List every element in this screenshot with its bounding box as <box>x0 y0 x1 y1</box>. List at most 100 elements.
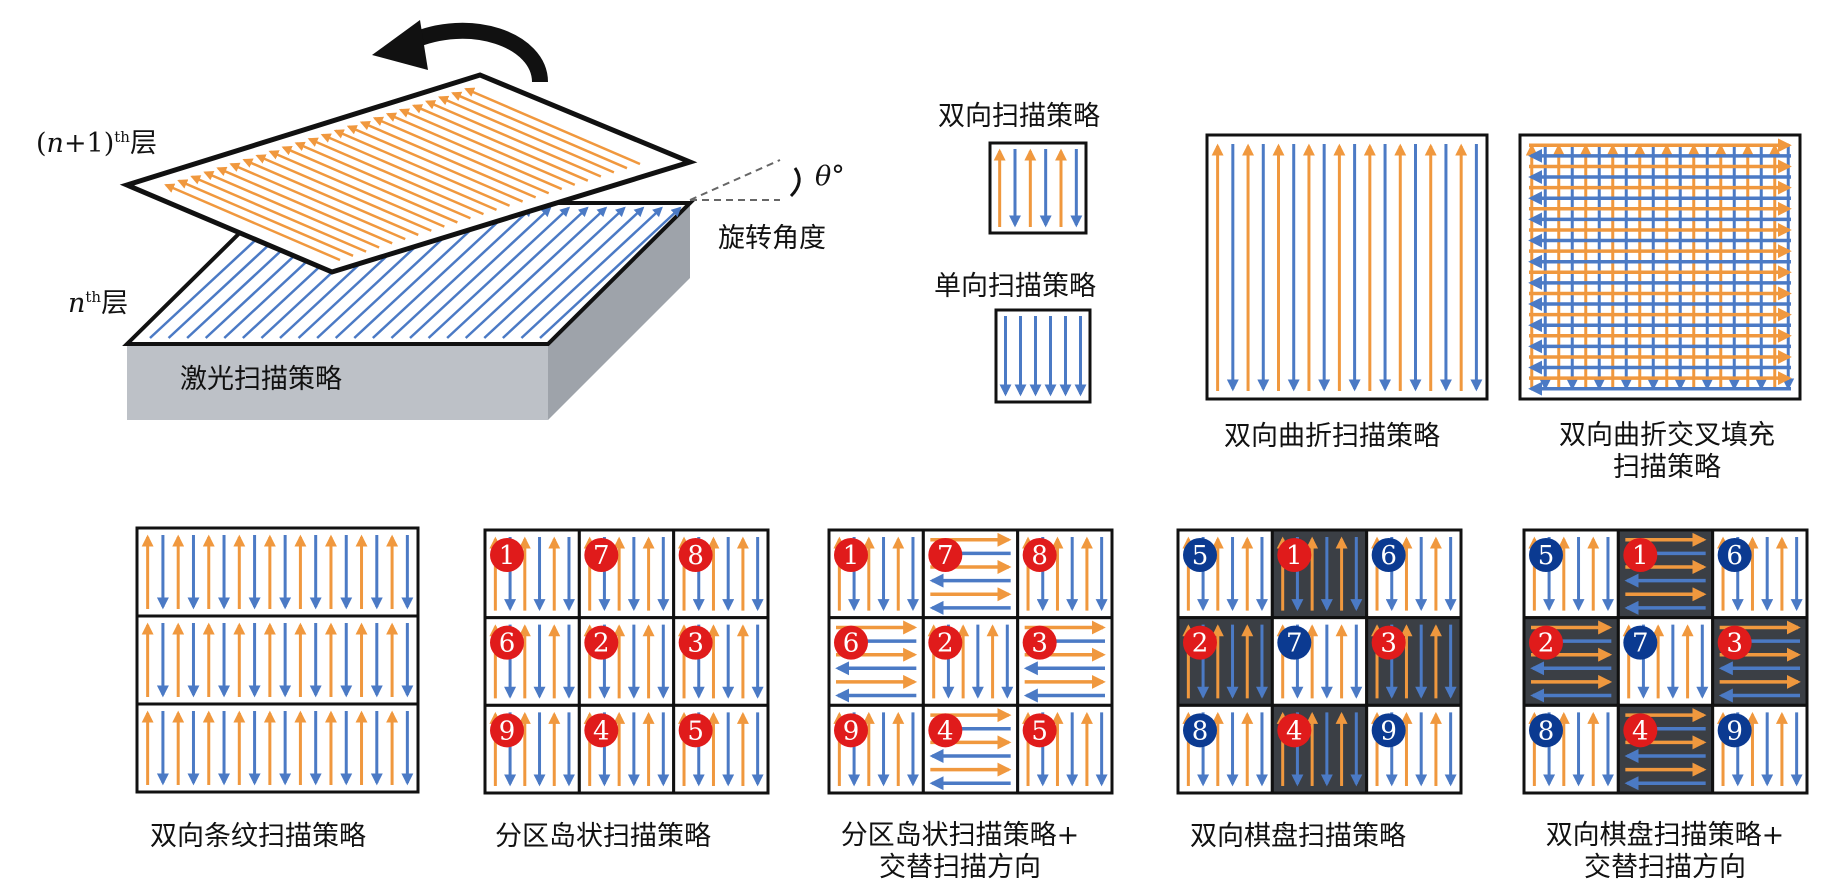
order-badge: 8 <box>1529 713 1563 748</box>
badge-circle <box>928 713 963 748</box>
forward-scan-arrow <box>320 133 498 212</box>
order-badge: 6 <box>490 625 524 660</box>
badge-circle <box>584 625 619 660</box>
badge-number: 9 <box>1380 716 1397 746</box>
forward-scan-arrow <box>385 112 563 191</box>
substrate-side-face <box>548 203 690 420</box>
badge-number: 8 <box>687 541 704 571</box>
badge-number: 2 <box>1538 629 1555 659</box>
angle-arc-icon <box>789 167 801 198</box>
strategy-label-meander: 双向曲折扫描策略 <box>1224 421 1440 452</box>
badge-number: 5 <box>1538 541 1555 571</box>
reverse-scan-arrow <box>539 206 682 339</box>
forward-scan-arrow <box>464 87 641 166</box>
badge-circle <box>1717 538 1752 572</box>
badge-number: 3 <box>1031 629 1048 659</box>
order-badge: 1 <box>490 538 524 572</box>
badge-number: 2 <box>593 629 610 659</box>
badge-circle <box>1277 713 1312 748</box>
forward-scan-arrow <box>398 108 576 187</box>
order-badge: 9 <box>834 713 868 748</box>
order-badge: 9 <box>490 713 524 748</box>
upper-layer-plate <box>119 72 698 275</box>
badge-circle <box>490 713 524 748</box>
forward-scan-arrow <box>190 175 367 253</box>
badge-circle <box>1529 625 1563 660</box>
order-badge: 9 <box>1717 713 1752 748</box>
order-badge: 5 <box>1183 538 1217 572</box>
badge-number: 4 <box>1286 716 1303 746</box>
panel-frame <box>994 308 1092 404</box>
badge-circle <box>1529 713 1563 748</box>
order-badge: 7 <box>1623 625 1658 660</box>
upper-layer-scan-lines <box>164 87 641 262</box>
lower-layer-label: nth层 <box>68 288 129 319</box>
order-badge: 3 <box>1022 625 1057 660</box>
strategy-label-meander-cross: 双向曲折交叉填充 扫描策略 <box>1559 420 1775 483</box>
badge-number: 5 <box>1031 716 1048 746</box>
badge-number: 7 <box>1632 629 1649 659</box>
badge-number: 8 <box>1031 541 1048 571</box>
badge-number: 3 <box>687 629 704 659</box>
badge-number: 8 <box>1538 716 1555 746</box>
badge-circle <box>834 713 868 748</box>
badge-number: 3 <box>1726 629 1743 659</box>
badge-number: 1 <box>843 541 860 571</box>
legend-bidirectional-box <box>988 141 1088 235</box>
forward-scan-arrow <box>281 146 458 224</box>
forward-scan-arrow <box>268 150 445 228</box>
angle-indicator <box>689 159 801 201</box>
badge-circle <box>1717 713 1752 748</box>
order-badge: 5 <box>1022 713 1057 748</box>
badge-circle <box>490 538 524 572</box>
order-badge: 3 <box>1371 625 1406 660</box>
forward-scan-arrow <box>359 120 537 199</box>
upper-layer-label: (n+1)th层 <box>36 128 157 159</box>
badge-circle <box>584 538 619 572</box>
badge-number: 6 <box>499 629 516 659</box>
reverse-scan-arrow <box>409 206 552 339</box>
badge-circle <box>1022 713 1057 748</box>
badge-circle <box>834 625 868 660</box>
order-badge: 8 <box>1183 713 1217 748</box>
badge-number: 7 <box>1286 629 1303 659</box>
forward-scan-arrow <box>164 183 341 262</box>
reverse-scan-arrow <box>502 206 645 339</box>
badge-circle <box>1022 625 1057 660</box>
badge-circle <box>928 538 963 572</box>
forward-scan-arrow <box>451 91 628 170</box>
forward-scan-arrow <box>229 162 406 241</box>
order-badge: 6 <box>834 625 868 660</box>
order-badge: 6 <box>1717 538 1752 572</box>
order-badge: 4 <box>928 713 963 748</box>
reverse-scan-arrow <box>483 206 626 339</box>
badge-number: 9 <box>1726 716 1743 746</box>
badge-number: 2 <box>1192 629 1209 659</box>
strategy-label-island-alt: 分区岛状扫描策略+ 交替扫描方向 <box>840 820 1080 883</box>
badge-number: 1 <box>1632 541 1649 571</box>
order-badge: 2 <box>1529 625 1563 660</box>
badge-circle <box>1371 538 1406 572</box>
badge-circle <box>834 538 868 572</box>
badge-circle <box>1623 713 1658 748</box>
panel-frame <box>1205 133 1489 401</box>
badge-circle <box>1623 625 1658 660</box>
legend-bidirectional-label: 双向扫描策略 <box>938 101 1100 132</box>
reverse-scan-arrow <box>390 206 533 339</box>
order-badge: 2 <box>1183 625 1217 660</box>
badge-circle <box>1277 538 1312 572</box>
order-badge: 1 <box>1277 538 1312 572</box>
order-badge: 3 <box>1717 625 1752 660</box>
forward-scan-arrow <box>372 116 550 195</box>
badge-number: 9 <box>843 716 860 746</box>
rotation-angle-label: 旋转角度 <box>718 223 826 254</box>
strategy-label-island: 分区岛状扫描策略 <box>495 821 711 852</box>
badge-circle <box>928 625 963 660</box>
order-badge: 2 <box>928 625 963 660</box>
badge-number: 6 <box>843 629 860 659</box>
legend-unidirectional-box <box>994 308 1092 404</box>
